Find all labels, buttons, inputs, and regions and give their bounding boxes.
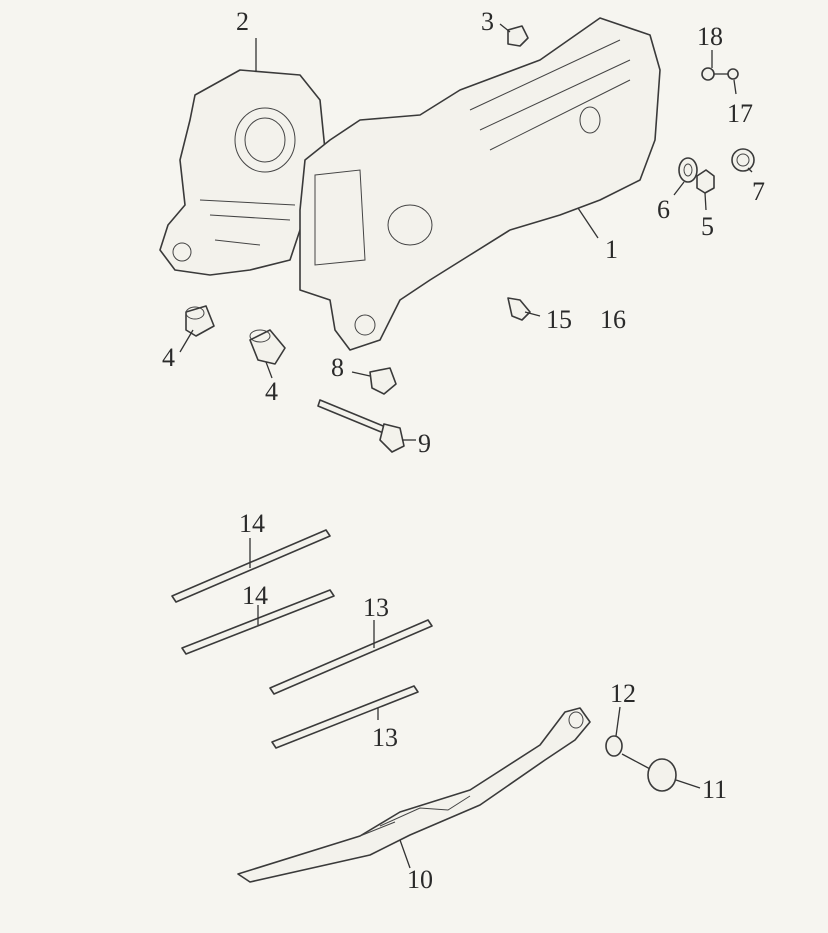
left-crankcase-part [159,69,326,276]
callout-11: 11 [702,775,727,804]
callout-13b: 13 [372,723,398,752]
seal-part-7 [731,148,755,172]
callout-13a: 13 [363,593,389,622]
callout-7: 7 [752,177,765,206]
collar-part-8 [369,367,397,395]
callout-5: 5 [701,212,714,241]
callout-8: 8 [331,353,344,382]
cap-bolt-part-11 [621,753,677,792]
bolt-part-15-16 [507,297,531,321]
callout-3: 3 [481,7,494,36]
nut-part-3 [507,25,529,47]
chain-guide-part-10 [237,707,591,883]
callout-4a: 4 [162,343,175,372]
callout-2: 2 [236,7,249,36]
washer-nut-17-18 [701,67,739,81]
callout-18: 18 [697,22,723,51]
callout-4b: 4 [265,377,278,406]
callout-17: 17 [727,99,753,128]
callout-10: 10 [407,865,433,894]
callout-15: 15 [546,305,572,334]
washer-part-12 [605,735,623,757]
nut-part-5 [696,169,715,194]
stud-part-13b [271,685,419,749]
leader-lines [179,23,753,869]
callout-1: 1 [605,235,618,264]
main-crankcase-part [299,17,661,351]
callout-6: 6 [657,195,670,224]
seal-part-6 [678,157,698,183]
callout-labels: 2 3 1 18 17 6 5 7 15 16 4 4 8 9 14 14 13… [162,7,765,894]
callout-16: 16 [600,305,626,334]
bushing-part-4b [249,329,286,365]
callout-14b: 14 [242,581,268,610]
callout-12: 12 [610,679,636,708]
stud-part-13a [269,619,433,695]
stud-part-14a [171,529,331,603]
callout-14a: 14 [239,509,265,538]
callout-9: 9 [418,429,431,458]
long-bolt-part-9 [317,399,405,453]
bushing-part-4a [185,305,215,337]
